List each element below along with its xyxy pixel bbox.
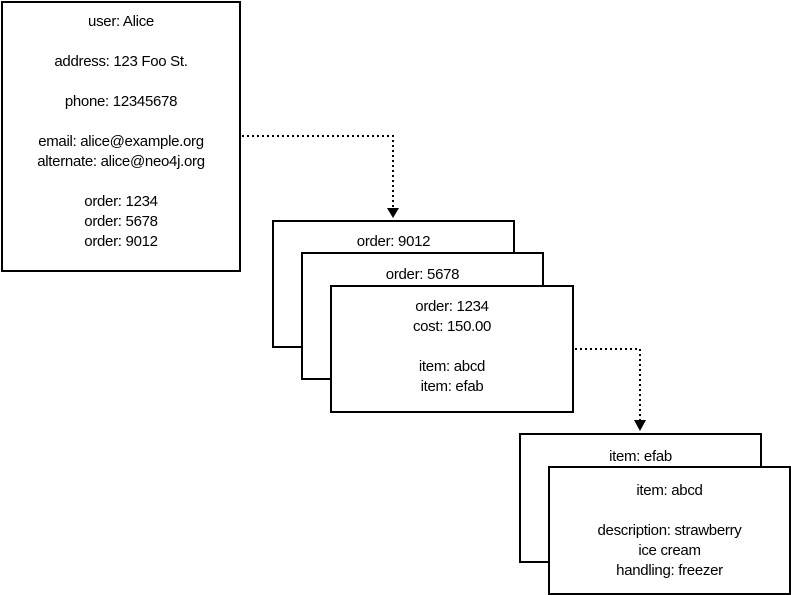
orders-to-items-connector [575,348,646,431]
order-id: order: 1234 [415,298,489,315]
address-field: address: 123 Foo St. [54,53,188,70]
order-cost: cost: 150.00 [412,318,492,335]
order-id: order: 9012 [356,233,431,250]
item-reference: item: abcd [418,358,486,375]
arrow-head-icon [634,420,646,431]
item-id: item: efab [609,448,672,465]
order-id: order: 5678 [385,266,460,283]
item-document-abcd: item: abcd description: strawberry ice c… [548,466,791,595]
item-id: item: abcd [636,482,703,499]
user-field: user: Alice [88,13,154,30]
user-document: user: Alice address: 123 Foo St. phone: … [1,1,241,272]
phone-field: phone: 12345678 [64,93,178,110]
item-description: description: strawberry [597,522,742,539]
order-reference: order: 1234 [84,193,158,210]
user-to-orders-connector [242,135,399,218]
order-reference: order: 5678 [84,213,158,230]
email-field: email: alice@example.org [38,133,204,150]
item-handling: handling: freezer [616,562,723,579]
item-description-continued: ice cream [638,542,701,559]
alternate-email-field: alternate: alice@neo4j.org [37,153,205,170]
order-reference: order: 9012 [84,233,158,250]
order-document-1234: order: 1234 cost: 150.00 item: abcd item… [330,285,574,413]
arrow-head-icon [387,208,399,218]
item-reference: item: efab [420,378,484,395]
